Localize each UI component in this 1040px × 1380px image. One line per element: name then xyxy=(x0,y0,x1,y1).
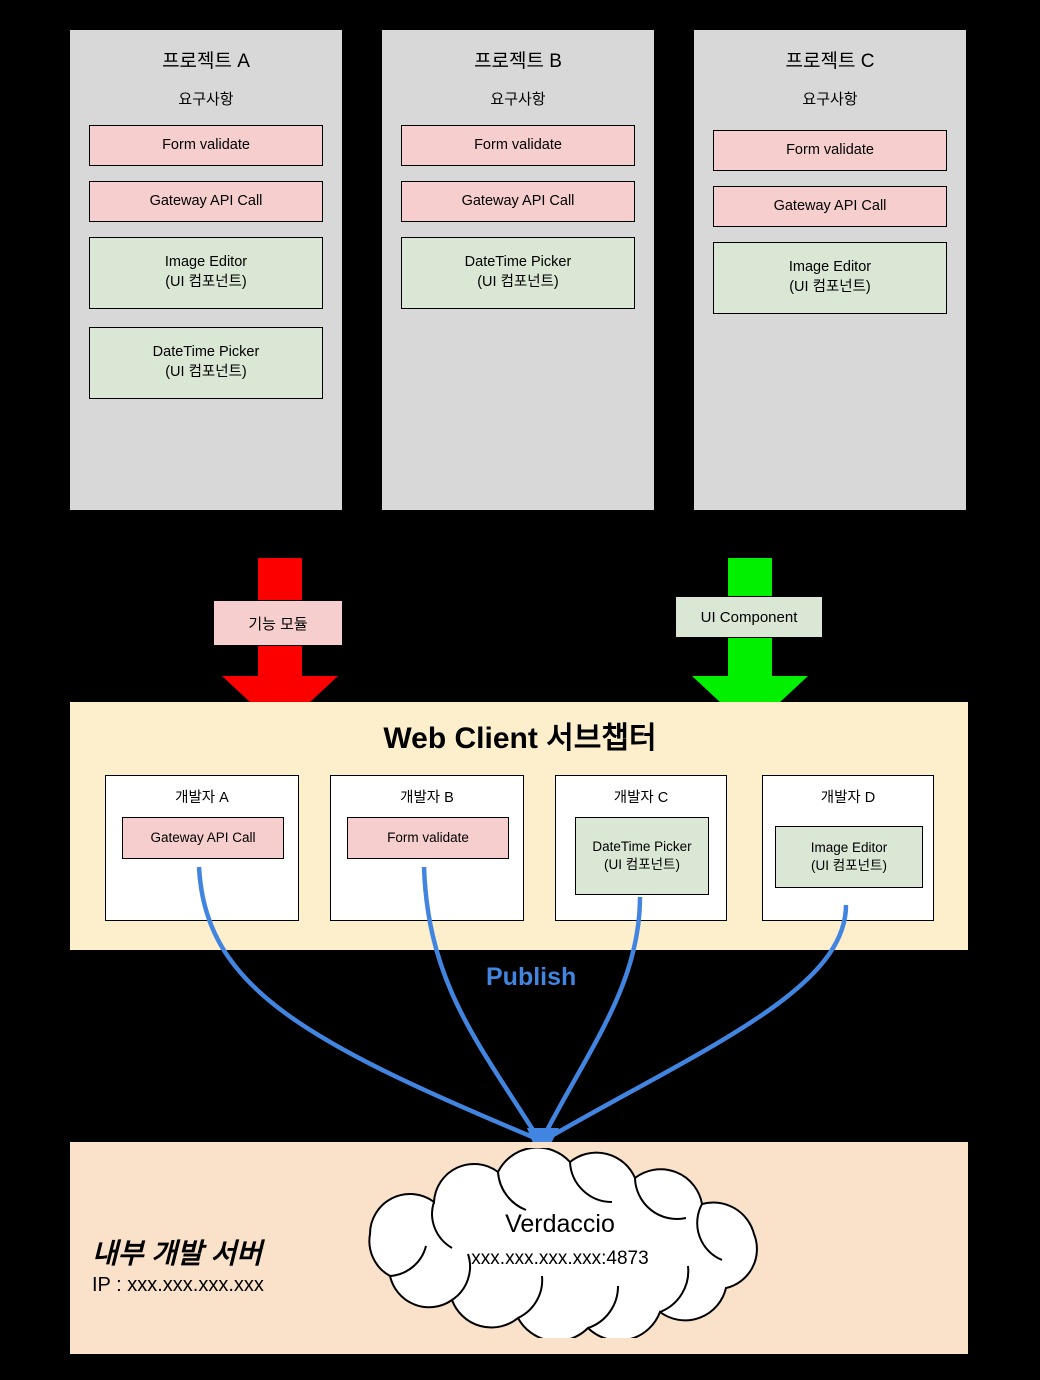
project-panel-a: 프로젝트 A 요구사항 Form validate Gateway API Ca… xyxy=(70,30,342,510)
requirement-title: DateTime Picker xyxy=(464,254,572,271)
project-a-requirement-form-validate: Form validate xyxy=(89,125,323,166)
project-c-requirement-gateway-api-call: Gateway API Call xyxy=(713,186,947,227)
project-a-requirement-gateway-api-call: Gateway API Call xyxy=(89,181,323,222)
requirement-title: Image Editor xyxy=(788,259,872,276)
developer-box-b: 개발자 B Form validate xyxy=(330,775,524,921)
project-panel-c: 프로젝트 C 요구사항 Form validate Gateway API Ca… xyxy=(694,30,966,510)
requirement-subtitle: (UI 컴포넌트) xyxy=(165,364,247,380)
project-b-subtitle: 요구사항 xyxy=(490,91,546,108)
project-c-requirement-form-validate: Form validate xyxy=(713,130,947,171)
module-title: DateTime Picker xyxy=(592,839,692,855)
project-panel-b: 프로젝트 B 요구사항 Form validate Gateway API Ca… xyxy=(382,30,654,510)
requirement-subtitle: (UI 컴포넌트) xyxy=(477,274,559,290)
requirement-label: Gateway API Call xyxy=(149,192,263,209)
module-label: Gateway API Call xyxy=(150,830,256,846)
project-b-title: 프로젝트 B xyxy=(474,51,562,72)
requirement-title: Image Editor xyxy=(164,254,248,271)
module-label: Image Editor (UI 컴포넌트) xyxy=(811,839,888,874)
project-a-title: 프로젝트 A xyxy=(162,51,250,72)
cloud-shape-icon xyxy=(368,1146,758,1343)
project-c-title: 프로젝트 C xyxy=(785,51,875,72)
developer-box-a: 개발자 A Gateway API Call xyxy=(105,775,299,921)
requirement-label: DateTime Picker (UI 컴포넌트) xyxy=(153,343,260,382)
internal-dev-server-ip: IP : xxx.xxx.xxx.xxx xyxy=(92,1274,264,1296)
developer-box-d: 개발자 D Image Editor (UI 컴포넌트) xyxy=(762,775,934,921)
developer-d-name: 개발자 D xyxy=(820,790,876,806)
developer-c-name: 개발자 C xyxy=(613,790,669,806)
project-b-requirement-form-validate: Form validate xyxy=(401,125,635,166)
requirement-label: DateTime Picker (UI 컴포넌트) xyxy=(465,253,572,292)
project-b-requirement-datetime-picker: DateTime Picker (UI 컴포넌트) xyxy=(401,237,635,309)
developer-a-name: 개발자 A xyxy=(175,790,229,806)
requirement-subtitle: (UI 컴포넌트) xyxy=(165,274,247,290)
requirement-label: Form validate xyxy=(162,136,250,153)
module-subtitle: (UI 컴포넌트) xyxy=(604,857,680,872)
developer-box-c: 개발자 C DateTime Picker (UI 컴포넌트) xyxy=(555,775,727,921)
project-c-requirement-image-editor: Image Editor (UI 컴포넌트) xyxy=(713,242,947,314)
developer-b-name: 개발자 B xyxy=(400,790,454,806)
ui-component-arrow-green xyxy=(692,558,808,730)
verdaccio-cloud: Verdaccio xxx.xxx.xxx.xxx:4873 xyxy=(330,1146,790,1343)
requirement-title: DateTime Picker xyxy=(152,344,260,361)
project-a-requirement-image-editor: Image Editor (UI 컴포넌트) xyxy=(89,237,323,309)
requirement-label: Image Editor (UI 컴포넌트) xyxy=(165,253,247,292)
module-subtitle: (UI 컴포넌트) xyxy=(811,858,887,873)
ui-component-label: UI Component xyxy=(675,596,823,638)
requirement-label: Image Editor (UI 컴포넌트) xyxy=(789,258,871,297)
ui-component-label-text: UI Component xyxy=(700,608,798,626)
developer-c-module-datetime-picker: DateTime Picker (UI 컴포넌트) xyxy=(575,817,709,895)
module-title: Image Editor xyxy=(810,840,888,856)
verdaccio-name: Verdaccio xyxy=(505,1210,615,1238)
module-label: DateTime Picker (UI 컴포넌트) xyxy=(592,838,691,873)
requirement-label: Form validate xyxy=(786,141,874,158)
requirement-label: Gateway API Call xyxy=(461,192,575,209)
verdaccio-address: xxx.xxx.xxx.xxx:4873 xyxy=(471,1248,649,1269)
requirement-subtitle: (UI 컴포넌트) xyxy=(789,279,871,295)
feature-module-label-text: 기능 모듈 xyxy=(248,615,308,633)
project-c-subtitle: 요구사항 xyxy=(802,91,858,108)
project-a-subtitle: 요구사항 xyxy=(178,91,234,108)
developer-d-module-image-editor: Image Editor (UI 컴포넌트) xyxy=(775,826,923,888)
feature-module-label: 기능 모듈 xyxy=(213,600,343,646)
requirement-label: Gateway API Call xyxy=(773,197,887,214)
requirement-label: Form validate xyxy=(474,136,562,153)
publish-label: Publish xyxy=(486,963,577,991)
module-label: Form validate xyxy=(387,830,469,846)
project-a-requirement-datetime-picker: DateTime Picker (UI 컴포넌트) xyxy=(89,327,323,399)
project-b-requirement-gateway-api-call: Gateway API Call xyxy=(401,181,635,222)
internal-dev-server-title: 내부 개발 서버 xyxy=(92,1238,263,1269)
developer-b-module-form-validate: Form validate xyxy=(347,817,509,859)
developer-a-module-gateway-api-call: Gateway API Call xyxy=(122,817,284,859)
web-client-title: Web Client 서브챕터 xyxy=(383,722,657,755)
